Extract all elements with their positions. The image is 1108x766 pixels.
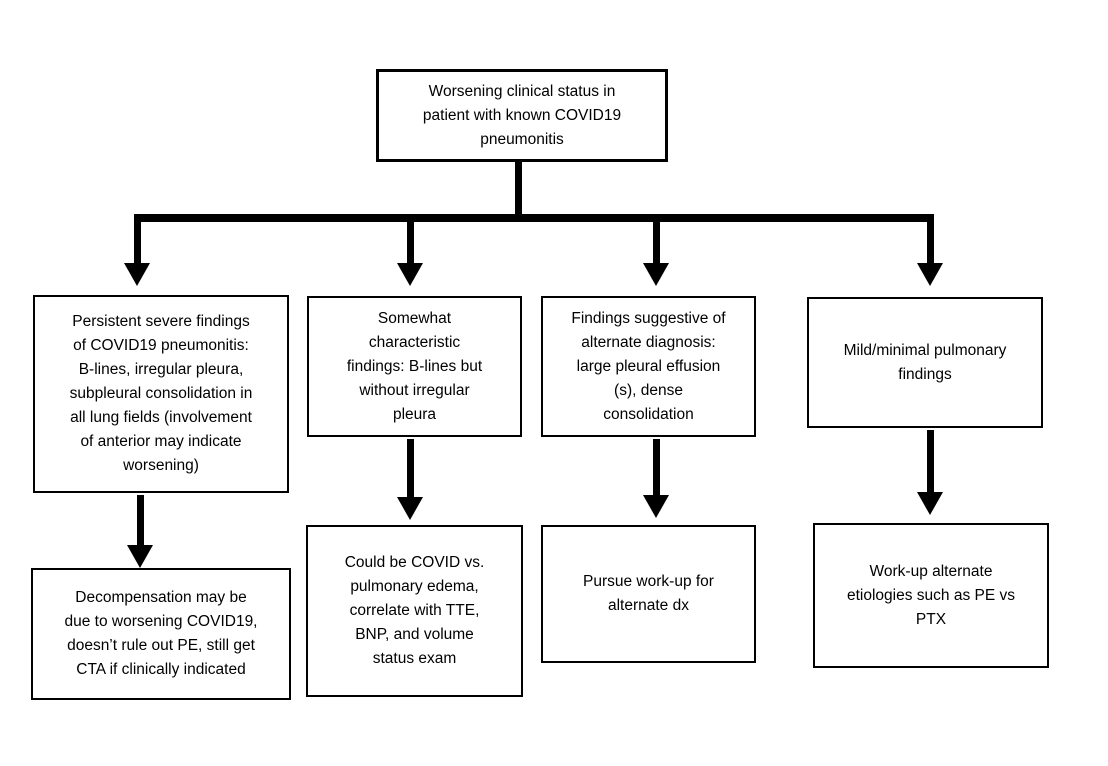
arrow-head (643, 263, 669, 286)
arrow-head (643, 495, 669, 518)
arrow-head (397, 497, 423, 520)
arrow-shaft (652, 439, 660, 495)
node-root-worsening-status: Worsening clinical status in patient wit… (376, 69, 668, 162)
connector-branch-bar (134, 214, 934, 222)
arrow-head (917, 263, 943, 286)
node-finding-mild-minimal: Mild/minimal pulmonary findings (807, 297, 1043, 428)
arrow-shaft (406, 216, 414, 263)
connector-root-stem (515, 162, 522, 216)
node-finding-somewhat-characteristic: Somewhat characteristic findings: B-line… (307, 296, 522, 437)
node-root-text: Worsening clinical status in patient wit… (422, 82, 622, 148)
arrow-head (917, 492, 943, 515)
node-action-text: Decompensation may be due to worsening C… (64, 589, 258, 678)
arrow-head (397, 263, 423, 286)
arrow-down-branch-4 (917, 216, 943, 286)
node-action-text: Pursue work-up for alternate dx (583, 573, 714, 614)
node-action-workup-pe-ptx: Work-up alternate etiologies such as PE … (813, 523, 1049, 668)
node-finding-text: Somewhat characteristic findings: B-line… (346, 309, 483, 423)
node-action-text: Work-up alternate etiologies such as PE … (846, 562, 1015, 628)
arrow-down-branch-3 (643, 216, 669, 286)
arrow-head (127, 545, 153, 568)
arrow-shaft (926, 216, 934, 263)
arrow-shaft (133, 216, 141, 263)
node-action-decompensation-cta: Decompensation may be due to worsening C… (31, 568, 291, 700)
arrow-down-branch-2 (397, 216, 423, 286)
node-finding-text: Mild/minimal pulmonary findings (843, 341, 1007, 383)
arrow-down-action-2 (397, 439, 423, 520)
arrow-down-action-4 (917, 430, 943, 515)
arrow-down-action-1 (127, 495, 153, 568)
arrow-down-action-3 (643, 439, 669, 518)
node-finding-text: Persistent severe findings of COVID19 pn… (69, 313, 253, 474)
node-finding-text: Findings suggestive of alternate diagnos… (571, 309, 726, 423)
node-action-covid-vs-edema: Could be COVID vs. pulmonary edema, corr… (306, 525, 523, 697)
arrow-head (124, 263, 150, 286)
node-action-pursue-workup: Pursue work-up for alternate dx (541, 525, 756, 663)
node-finding-alternate-diagnosis: Findings suggestive of alternate diagnos… (541, 296, 756, 437)
arrow-shaft (136, 495, 144, 545)
arrow-shaft (926, 430, 934, 492)
node-action-text: Could be COVID vs. pulmonary edema, corr… (344, 554, 485, 667)
arrow-down-branch-1 (124, 216, 150, 286)
node-finding-persistent-severe: Persistent severe findings of COVID19 pn… (33, 295, 289, 493)
arrow-shaft (652, 216, 660, 263)
arrow-shaft (406, 439, 414, 497)
